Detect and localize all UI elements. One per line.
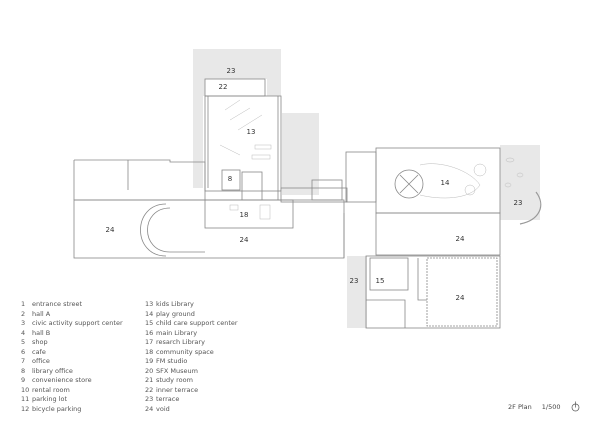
label-void-right: 24 [456, 235, 465, 243]
legend-item: 2 hall A [21, 310, 123, 320]
legend-label: parking lot [32, 395, 67, 404]
legend-label: hall A [32, 309, 51, 318]
legend-num: 13 [145, 300, 154, 308]
legend-item: 1 entrance street [21, 300, 123, 310]
legend-num: 15 [145, 319, 154, 328]
legend-label: void [156, 405, 170, 414]
label-inner-terrace: 22 [219, 83, 228, 91]
legend-item: 3 civic activity support center [21, 319, 123, 329]
legend-num: 12 [21, 405, 30, 414]
legend-label: kids Library [156, 300, 194, 308]
legend-label: resarch Library [156, 338, 205, 347]
legend-num: 5 [21, 338, 26, 347]
legend-num: 17 [145, 338, 154, 347]
furniture-details [219, 99, 524, 220]
legend-num: 6 [21, 347, 26, 356]
legend-num: 20 [145, 366, 154, 375]
legend-num: 8 [21, 366, 26, 375]
legend-item: 7 office [21, 357, 123, 367]
legend-label: civic activity support center [32, 319, 123, 328]
label-child-care: 15 [376, 277, 385, 285]
legend-label: cafe [32, 347, 46, 356]
legend-num: 2 [21, 309, 26, 318]
legend-num: 14 [145, 309, 154, 318]
label-void-center: 24 [240, 236, 249, 244]
label-play-ground: 14 [441, 179, 450, 187]
legend-item: 4 hall B [21, 329, 123, 339]
legend-num: 9 [21, 376, 26, 385]
legend-num: 23 [145, 395, 154, 404]
room-labels: 23 22 13 8 18 24 24 14 23 24 23 15 24 [106, 67, 523, 302]
legend-label: community space [156, 347, 214, 356]
legend-num: 1 [21, 300, 26, 308]
legend-label: inner terrace [156, 385, 199, 394]
terrace-areas [193, 49, 540, 328]
legend-label: shop [32, 338, 48, 347]
legend-label: SFX Museum [156, 366, 198, 375]
label-community-space: 18 [240, 211, 249, 219]
legend-num: 11 [21, 395, 30, 404]
plan-title: 2F Plan [508, 402, 532, 411]
label-void-lower: 24 [456, 294, 465, 302]
legend-num: 10 [21, 385, 30, 394]
legend-item: 5 shop [21, 338, 123, 348]
legend-item: 6 cafe [21, 348, 123, 358]
legend-num: 16 [145, 328, 154, 337]
legend-label: library office [32, 366, 73, 375]
legend-label: study room [156, 376, 193, 385]
legend-label: child care support center [156, 319, 238, 328]
north-arrow-icon [571, 401, 579, 412]
legend-num: 7 [21, 357, 26, 366]
legend-num: 24 [145, 405, 154, 414]
legend-label: main Library [156, 328, 198, 337]
label-terrace-right: 23 [514, 199, 523, 207]
plan-footer: 2F Plan 1/500 [508, 401, 580, 412]
legend-label: hall B [32, 328, 51, 337]
legend-label: play ground [156, 309, 195, 318]
legend-num: 22 [145, 385, 154, 394]
label-kids-library: 13 [247, 128, 256, 136]
legend-label: convenience store [32, 376, 92, 385]
legend-column-1: 1 entrance street 2 hall A 3 civic activity… [21, 300, 123, 415]
label-terrace-top: 23 [227, 67, 236, 75]
legend-num: 18 [145, 347, 154, 356]
legend-label: office [32, 357, 50, 366]
walls [73, 78, 542, 329]
label-void-left: 24 [106, 226, 115, 234]
legend-label: entrance street [32, 300, 83, 308]
legend-num: 4 [21, 328, 26, 337]
legend-item: 9 convenience store [21, 376, 123, 386]
legend-num: 21 [145, 376, 154, 385]
legend-label: rental room [32, 385, 70, 394]
legend-label: terrace [156, 395, 180, 404]
label-library-office: 8 [228, 175, 232, 183]
legend-num: 19 [145, 357, 154, 366]
legend-num: 3 [21, 319, 26, 328]
legend-label: bicycle parking [32, 405, 82, 414]
label-terrace-lower: 23 [350, 277, 359, 285]
legend-label: FM studio [156, 357, 188, 366]
plan-scale: 1/500 [541, 402, 561, 411]
legend-item: 8 library office [21, 367, 123, 377]
